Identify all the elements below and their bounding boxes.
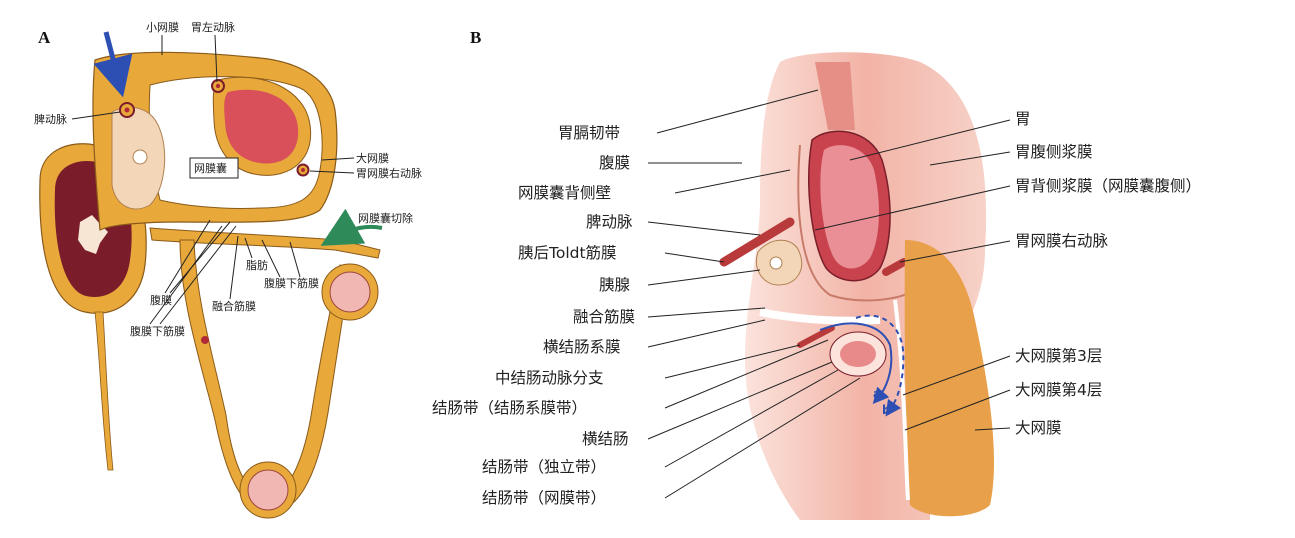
leader-fusion-fascia <box>230 236 238 299</box>
label-b-left-7: 横结肠系膜 <box>543 338 621 356</box>
label-b-left-1: 腹膜 <box>599 154 630 172</box>
label-omental-bursa: 网膜囊 <box>194 161 227 175</box>
omentum-fold-left <box>95 312 113 470</box>
label-peritoneum: 腹膜 <box>150 293 172 307</box>
left-gastric-artery-lumen <box>216 84 220 88</box>
label-lesser-omentum: 小网膜 <box>146 21 179 34</box>
label-b-right-0: 胃 <box>1015 110 1031 128</box>
label-greater-omentum: 大网膜 <box>356 151 389 165</box>
leader-b-left-4 <box>665 253 724 262</box>
label-b-left-6: 融合筋膜 <box>573 308 635 326</box>
label-right-gastroepiploic-artery: 胃网膜右动脉 <box>356 166 422 180</box>
pancreatic-duct-b <box>770 257 782 269</box>
label-b-right-6: 大网膜 <box>1015 419 1062 437</box>
arrow-label-a: a <box>873 387 881 401</box>
label-fusion-fascia: 融合筋膜 <box>212 299 256 313</box>
label-b-right-1: 胃腹侧浆膜 <box>1015 143 1093 161</box>
panel-a: A 小网膜 <box>34 20 422 518</box>
label-b-left-8: 中结肠动脉分支 <box>495 369 604 387</box>
label-b-left-11: 结肠带（独立带） <box>482 458 606 476</box>
left-labels: 胃膈韧带 腹膜 网膜囊背侧壁 脾动脉 胰后Toldt筋膜 胰腺 融合筋膜 横结肠… <box>432 124 635 507</box>
label-fat: 脂肪 <box>246 258 268 272</box>
label-b-left-10: 横结肠 <box>582 430 629 448</box>
label-b-left-3: 脾动脉 <box>586 213 633 231</box>
leader-b-left-3 <box>648 222 760 235</box>
label-bursectomy: 网膜囊切除 <box>358 211 413 225</box>
label-b-right-4: 大网膜第3层 <box>1015 347 1102 365</box>
panel-a-letter: A <box>38 28 51 47</box>
label-splenic-artery: 脾动脉 <box>34 112 67 126</box>
arrow-label-b: b <box>882 403 891 417</box>
descending-colon-lumen <box>248 470 288 510</box>
label-b-right-5: 大网膜第4层 <box>1015 381 1102 399</box>
label-b-left-5: 胰腺 <box>599 276 631 294</box>
label-b-left-0: 胃膈韧带 <box>558 124 620 142</box>
transverse-colon-lumen-b <box>840 341 876 367</box>
label-b-right-3: 胃网膜右动脉 <box>1015 232 1109 250</box>
label-subperitoneal-fascia-right: 腹膜下筋膜 <box>264 276 319 290</box>
label-b-left-9: 结肠带（结肠系膜带） <box>432 399 587 417</box>
splenic-artery-lumen <box>125 108 130 113</box>
label-b-left-2: 网膜囊背侧壁 <box>518 184 611 202</box>
vessel-dot <box>201 336 209 344</box>
label-subperitoneal-fascia-left: 腹膜下筋膜 <box>130 324 185 338</box>
pancreatic-duct <box>133 150 147 164</box>
transverse-colon-lumen <box>330 272 370 312</box>
gastroepiploic-artery-lumen <box>301 168 305 172</box>
panel-b-letter: B <box>470 28 481 47</box>
leader-b-left-6 <box>648 308 765 317</box>
label-b-right-2: 胃背侧浆膜（网膜囊腹侧） <box>1015 177 1201 195</box>
leader-b-left-5 <box>648 270 760 285</box>
bursectomy-arrow <box>338 227 382 236</box>
label-b-left-12: 结肠带（网膜带） <box>482 489 606 507</box>
panel-b: B a b 胃膈韧带 腹膜 网膜囊背侧壁 <box>432 28 1201 520</box>
right-labels: 胃 胃腹侧浆膜 胃背侧浆膜（网膜囊腹侧） 胃网膜右动脉 大网膜第3层 大网膜第4… <box>1015 110 1201 437</box>
label-left-gastric-artery: 胃左动脉 <box>191 20 235 34</box>
label-b-left-4: 胰后Toldt筋膜 <box>518 244 617 262</box>
